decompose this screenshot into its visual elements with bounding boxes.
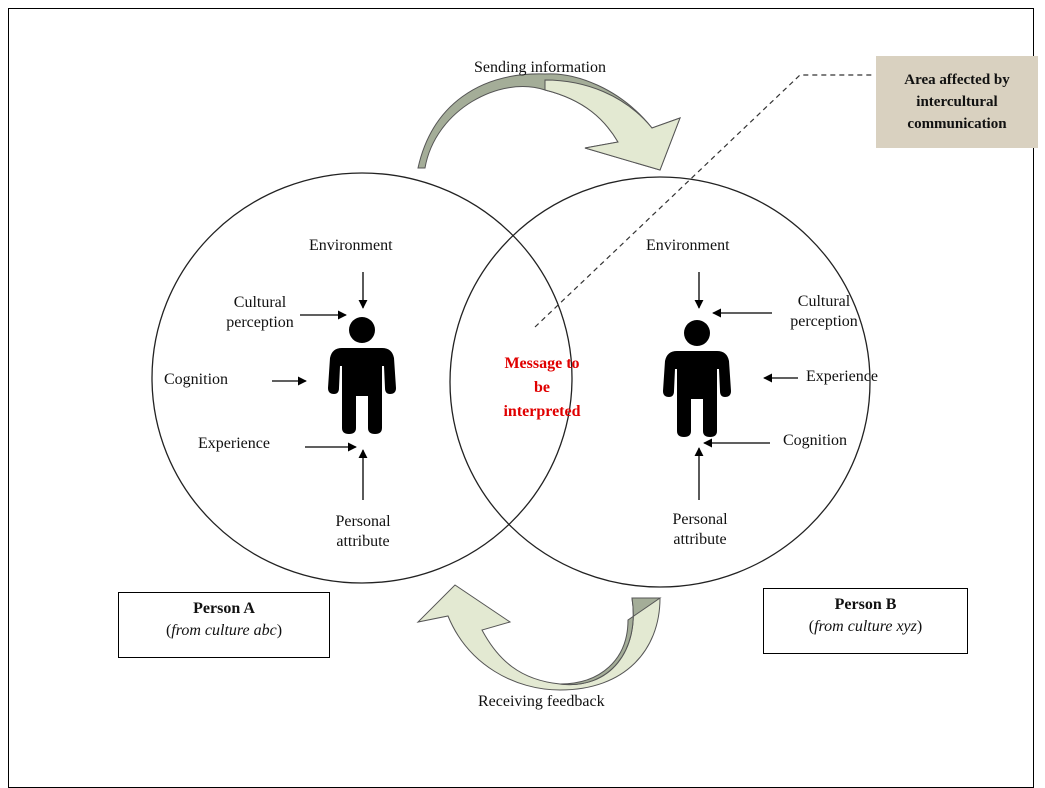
- person-a-attribute-line1: Personal: [335, 513, 391, 530]
- area-affected-line3: communication: [907, 116, 1007, 132]
- message-line1: Message to: [504, 355, 580, 372]
- person-a-environment-label: Environment: [309, 237, 393, 254]
- person-a-cognition-label: Cognition: [164, 371, 229, 388]
- receiving-feedback-label: Receiving feedback: [478, 693, 605, 710]
- message-label: Message to be interpreted: [462, 352, 622, 424]
- person-b-icon: [663, 320, 731, 437]
- person-b-attribute-label: Personal attribute: [652, 510, 748, 550]
- message-line3: interpreted: [503, 403, 581, 420]
- person-a-icon: [328, 317, 396, 434]
- area-affected-line2: intercultural: [916, 94, 998, 110]
- person-b-experience-label: Experience: [806, 368, 878, 385]
- person-b-culture: from culture xyz: [814, 618, 917, 635]
- diagram-canvas: [151, 73, 872, 691]
- person-b-name: Person B: [834, 596, 897, 613]
- person-a-arrows: [272, 272, 368, 500]
- person-b-circle: [449, 176, 871, 588]
- person-a-cultural-line2: perception: [226, 314, 294, 331]
- person-b-cognition-label: Cognition: [783, 432, 848, 449]
- person-a-attribute-label: Personal attribute: [315, 512, 411, 552]
- person-b-attribute-line2: attribute: [673, 531, 727, 548]
- area-affected-line1: Area affected by: [904, 72, 1010, 88]
- area-leader-line: [534, 74, 872, 328]
- person-a-attribute-line2: attribute: [336, 533, 390, 550]
- person-a-cultural-perception-label: Cultural perception: [212, 293, 308, 333]
- person-b-box: Person B (from culture xyz): [763, 588, 968, 654]
- person-a-culture: from culture abc: [171, 622, 277, 639]
- feedback-arrow: [416, 584, 662, 691]
- person-a-box: Person A (from culture abc): [118, 592, 330, 658]
- person-b-attribute-line1: Personal: [672, 511, 728, 528]
- area-affected-box: Area affected by intercultural communica…: [876, 56, 1038, 148]
- person-b-cultural-perception-label: Cultural perception: [776, 292, 872, 332]
- person-a-circle: [151, 172, 573, 584]
- person-a-experience-label: Experience: [198, 435, 270, 452]
- person-b-arrows: [694, 272, 798, 500]
- person-a-name: Person A: [193, 600, 255, 617]
- sending-arrow: [417, 73, 681, 171]
- person-b-environment-label: Environment: [646, 237, 730, 254]
- sending-information-label: Sending information: [474, 59, 606, 76]
- person-b-cultural-line1: Cultural: [797, 293, 851, 310]
- person-b-cultural-line2: perception: [790, 313, 858, 330]
- message-line2: be: [534, 379, 550, 396]
- person-a-cultural-line1: Cultural: [233, 294, 287, 311]
